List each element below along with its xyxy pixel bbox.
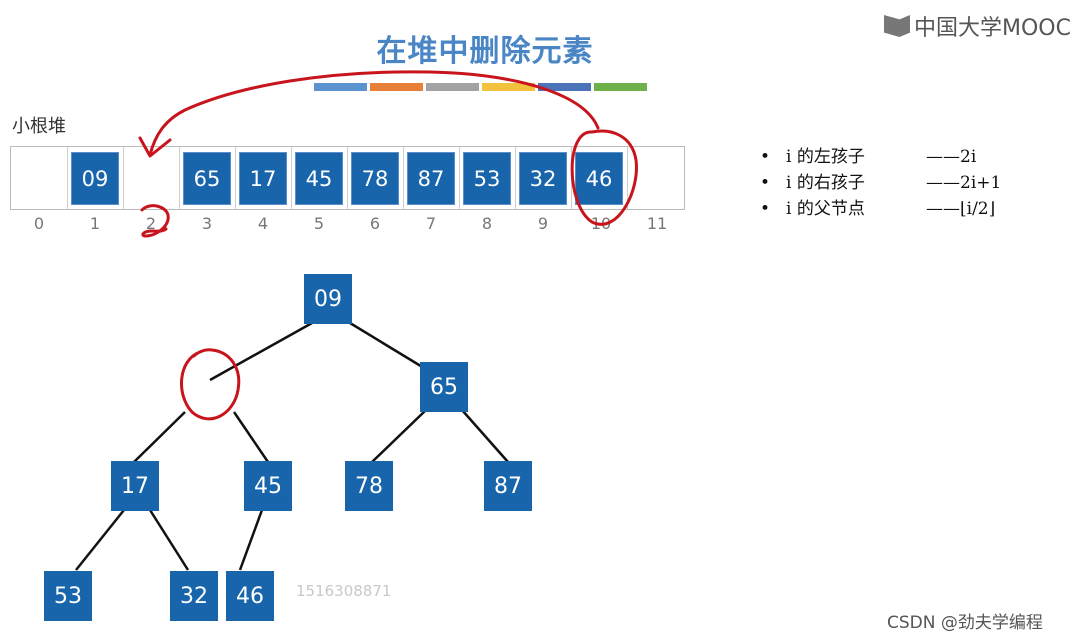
tree-node: 87 xyxy=(484,461,532,511)
rule-formula: ——⌊i/2⌋ xyxy=(926,199,996,219)
array-index: 9 xyxy=(537,214,549,233)
color-bar xyxy=(426,83,479,91)
array-divider xyxy=(627,147,628,209)
tree-edge xyxy=(371,409,427,463)
page-title: 在堆中删除元素 xyxy=(376,34,594,69)
book-icon xyxy=(884,15,910,37)
tree-edge xyxy=(461,409,509,463)
tree-edge xyxy=(133,411,186,463)
watermark-text: 1516308871 xyxy=(296,582,392,600)
array-index: 5 xyxy=(313,214,325,233)
bullet-icon: • xyxy=(760,173,771,193)
array-divider xyxy=(291,147,292,209)
color-bar xyxy=(370,83,423,91)
array-index: 1 xyxy=(89,214,101,233)
array-cell: 45 xyxy=(295,152,343,205)
array-divider xyxy=(235,147,236,209)
circle-mark xyxy=(140,204,170,238)
rule-formula: ——2i xyxy=(926,147,977,167)
array-index: 2 xyxy=(145,214,157,233)
tree-edge xyxy=(238,509,264,571)
tree-node: 17 xyxy=(111,461,159,511)
tree-node: 46 xyxy=(226,571,274,621)
array-divider xyxy=(123,147,124,209)
array-divider xyxy=(347,147,348,209)
tree-node: 65 xyxy=(420,362,468,412)
brand-name: 中国大学MOOC xyxy=(914,16,1071,41)
tree-edge xyxy=(75,509,125,571)
heap-label: 小根堆 xyxy=(12,116,66,137)
array-divider xyxy=(459,147,460,209)
array-cell: 17 xyxy=(239,152,287,205)
tree-node: 53 xyxy=(44,571,92,621)
array-divider xyxy=(179,147,180,209)
array-index: 0 xyxy=(33,214,45,233)
tree-node: 09 xyxy=(304,274,352,324)
array-divider xyxy=(403,147,404,209)
array-cell: 53 xyxy=(463,152,511,205)
rule-item: • i 的父节点 ——⌊i/2⌋ xyxy=(760,196,1001,222)
color-bar xyxy=(594,83,647,91)
color-bar xyxy=(482,83,535,91)
circle-mark xyxy=(570,129,638,226)
array-cell: 46 xyxy=(575,152,623,205)
index-rules: • i 的左孩子 ——2i • i 的右孩子 ——2i+1 • i 的父节点 —… xyxy=(760,144,1001,222)
tree-node: 78 xyxy=(345,461,393,511)
array-divider xyxy=(515,147,516,209)
array-cell: 09 xyxy=(71,152,119,205)
array-cell: 65 xyxy=(183,152,231,205)
brand-logo: 中国大学MOOC xyxy=(884,10,1071,42)
tree-node: 45 xyxy=(244,461,292,511)
array-index: 4 xyxy=(257,214,269,233)
tree-edge xyxy=(148,509,190,571)
array-index: 8 xyxy=(481,214,493,233)
color-bar xyxy=(314,83,367,91)
array-index: 11 xyxy=(646,214,668,233)
bullet-icon: • xyxy=(760,199,771,219)
array-index: 3 xyxy=(201,214,213,233)
color-bar xyxy=(538,83,591,91)
array-index: 7 xyxy=(425,214,437,233)
rule-description: i 的父节点 xyxy=(786,199,865,219)
rule-formula: ——2i+1 xyxy=(926,173,1002,193)
tree-node: 32 xyxy=(170,571,218,621)
rule-item: • i 的右孩子 ——2i+1 xyxy=(760,170,1001,196)
move-arrow xyxy=(148,70,600,157)
bullet-icon: • xyxy=(760,147,771,167)
circle-mark xyxy=(180,348,241,421)
arrow-head xyxy=(138,136,172,158)
footer-credit: CSDN @劲夫学编程 xyxy=(887,613,1043,633)
color-bar-strip xyxy=(314,83,647,91)
tree-edge xyxy=(209,321,313,382)
array-cell: 78 xyxy=(351,152,399,205)
array-divider xyxy=(67,147,68,209)
tree-edge xyxy=(232,411,270,463)
array-cell: 32 xyxy=(519,152,567,205)
rule-item: • i 的左孩子 ——2i xyxy=(760,144,1001,170)
rule-description: i 的右孩子 xyxy=(786,173,865,193)
heap-array: 09 65 17 45 78 87 53 32 46 xyxy=(10,146,685,210)
rule-description: i 的左孩子 xyxy=(786,147,865,167)
array-cell: 87 xyxy=(407,152,455,205)
array-index: 6 xyxy=(369,214,381,233)
tree-edge xyxy=(349,321,425,370)
